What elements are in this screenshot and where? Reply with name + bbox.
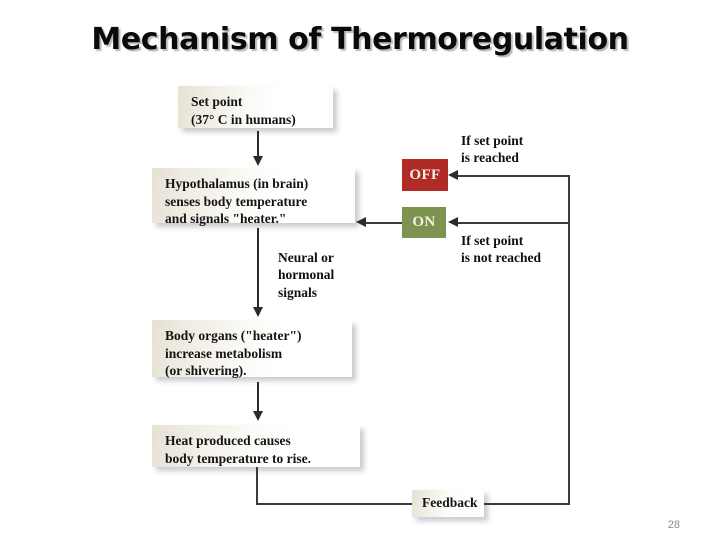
flow-box-hypothalamus: Hypothalamus (in brain) senses body temp… (152, 168, 355, 226)
arrowhead-hypothalamus-to-body-organs (253, 307, 263, 317)
heat-produced-line-2: body temperature to rise. (165, 450, 311, 466)
arrowhead-riser-to-on (448, 217, 458, 227)
connector-right-riser (568, 175, 570, 505)
neural-signals-line-1: Neural or (278, 250, 334, 265)
flow-box-set-point: Set point (37° C in humans) (178, 86, 333, 128)
hypothalamus-line-3: and signals "heater." (165, 211, 287, 227)
label-if-set-point-not-reached: If set point is not reached (461, 232, 541, 267)
connector-heat-produced-down (256, 467, 258, 505)
arrowhead-setpoint-to-hypothalamus (253, 156, 263, 166)
neural-signals-line-3: signals (278, 284, 318, 300)
flow-box-body-organs: Body organs ("heater") increase metaboli… (152, 320, 352, 379)
connector-body-organs-to-heat-produced (257, 382, 259, 414)
hypothalamus-line-2: senses body temperature (165, 193, 308, 209)
connector-feedback-to-riser (484, 503, 570, 505)
flow-box-feedback: Feedback (412, 490, 484, 517)
neural-signals-line-2: hormonal (278, 267, 335, 283)
connector-riser-to-on (456, 222, 570, 224)
if-reached-line-1: If set point (461, 133, 524, 148)
body-organs-line-3: (or shivering). (165, 363, 247, 379)
arrowhead-riser-to-off (448, 170, 458, 180)
set-point-line-2: (37° C in humans) (191, 111, 296, 127)
arrowhead-on-to-hypothalamus (356, 217, 366, 227)
status-chip-off-label: OFF (409, 166, 441, 183)
status-chip-on[interactable]: ON (402, 207, 446, 238)
label-if-set-point-reached: If set point is reached (461, 132, 523, 167)
connector-setpoint-to-hypothalamus (257, 131, 259, 159)
feedback-label: Feedback (422, 495, 478, 510)
body-organs-line-2: increase metabolism (165, 345, 283, 361)
status-chip-on-label: ON (412, 214, 436, 230)
if-not-reached-line-1: If set point (461, 233, 524, 248)
status-chip-off[interactable]: OFF (402, 159, 448, 191)
flow-box-heat-produced: Heat produced causes body temperature to… (152, 425, 360, 467)
heat-produced-line-1: Heat produced causes (165, 433, 291, 448)
body-organs-line-1: Body organs ("heater") (165, 328, 302, 343)
page-number: 28 (667, 519, 680, 531)
connector-hypothalamus-to-body-organs (257, 228, 259, 310)
if-reached-line-2: is reached (461, 150, 519, 166)
connector-on-to-hypothalamus (364, 222, 404, 224)
label-neural-hormonal-signals: Neural or hormonal signals (278, 249, 334, 301)
hypothalamus-line-1: Hypothalamus (in brain) (165, 176, 309, 191)
connector-riser-to-off (456, 175, 570, 177)
connector-to-feedback (256, 503, 416, 505)
arrowhead-body-organs-to-heat-produced (253, 411, 263, 421)
set-point-line-1: Set point (191, 94, 243, 109)
if-not-reached-line-2: is not reached (461, 250, 541, 266)
page-title: Mechanism of Thermoregulation (91, 22, 629, 57)
